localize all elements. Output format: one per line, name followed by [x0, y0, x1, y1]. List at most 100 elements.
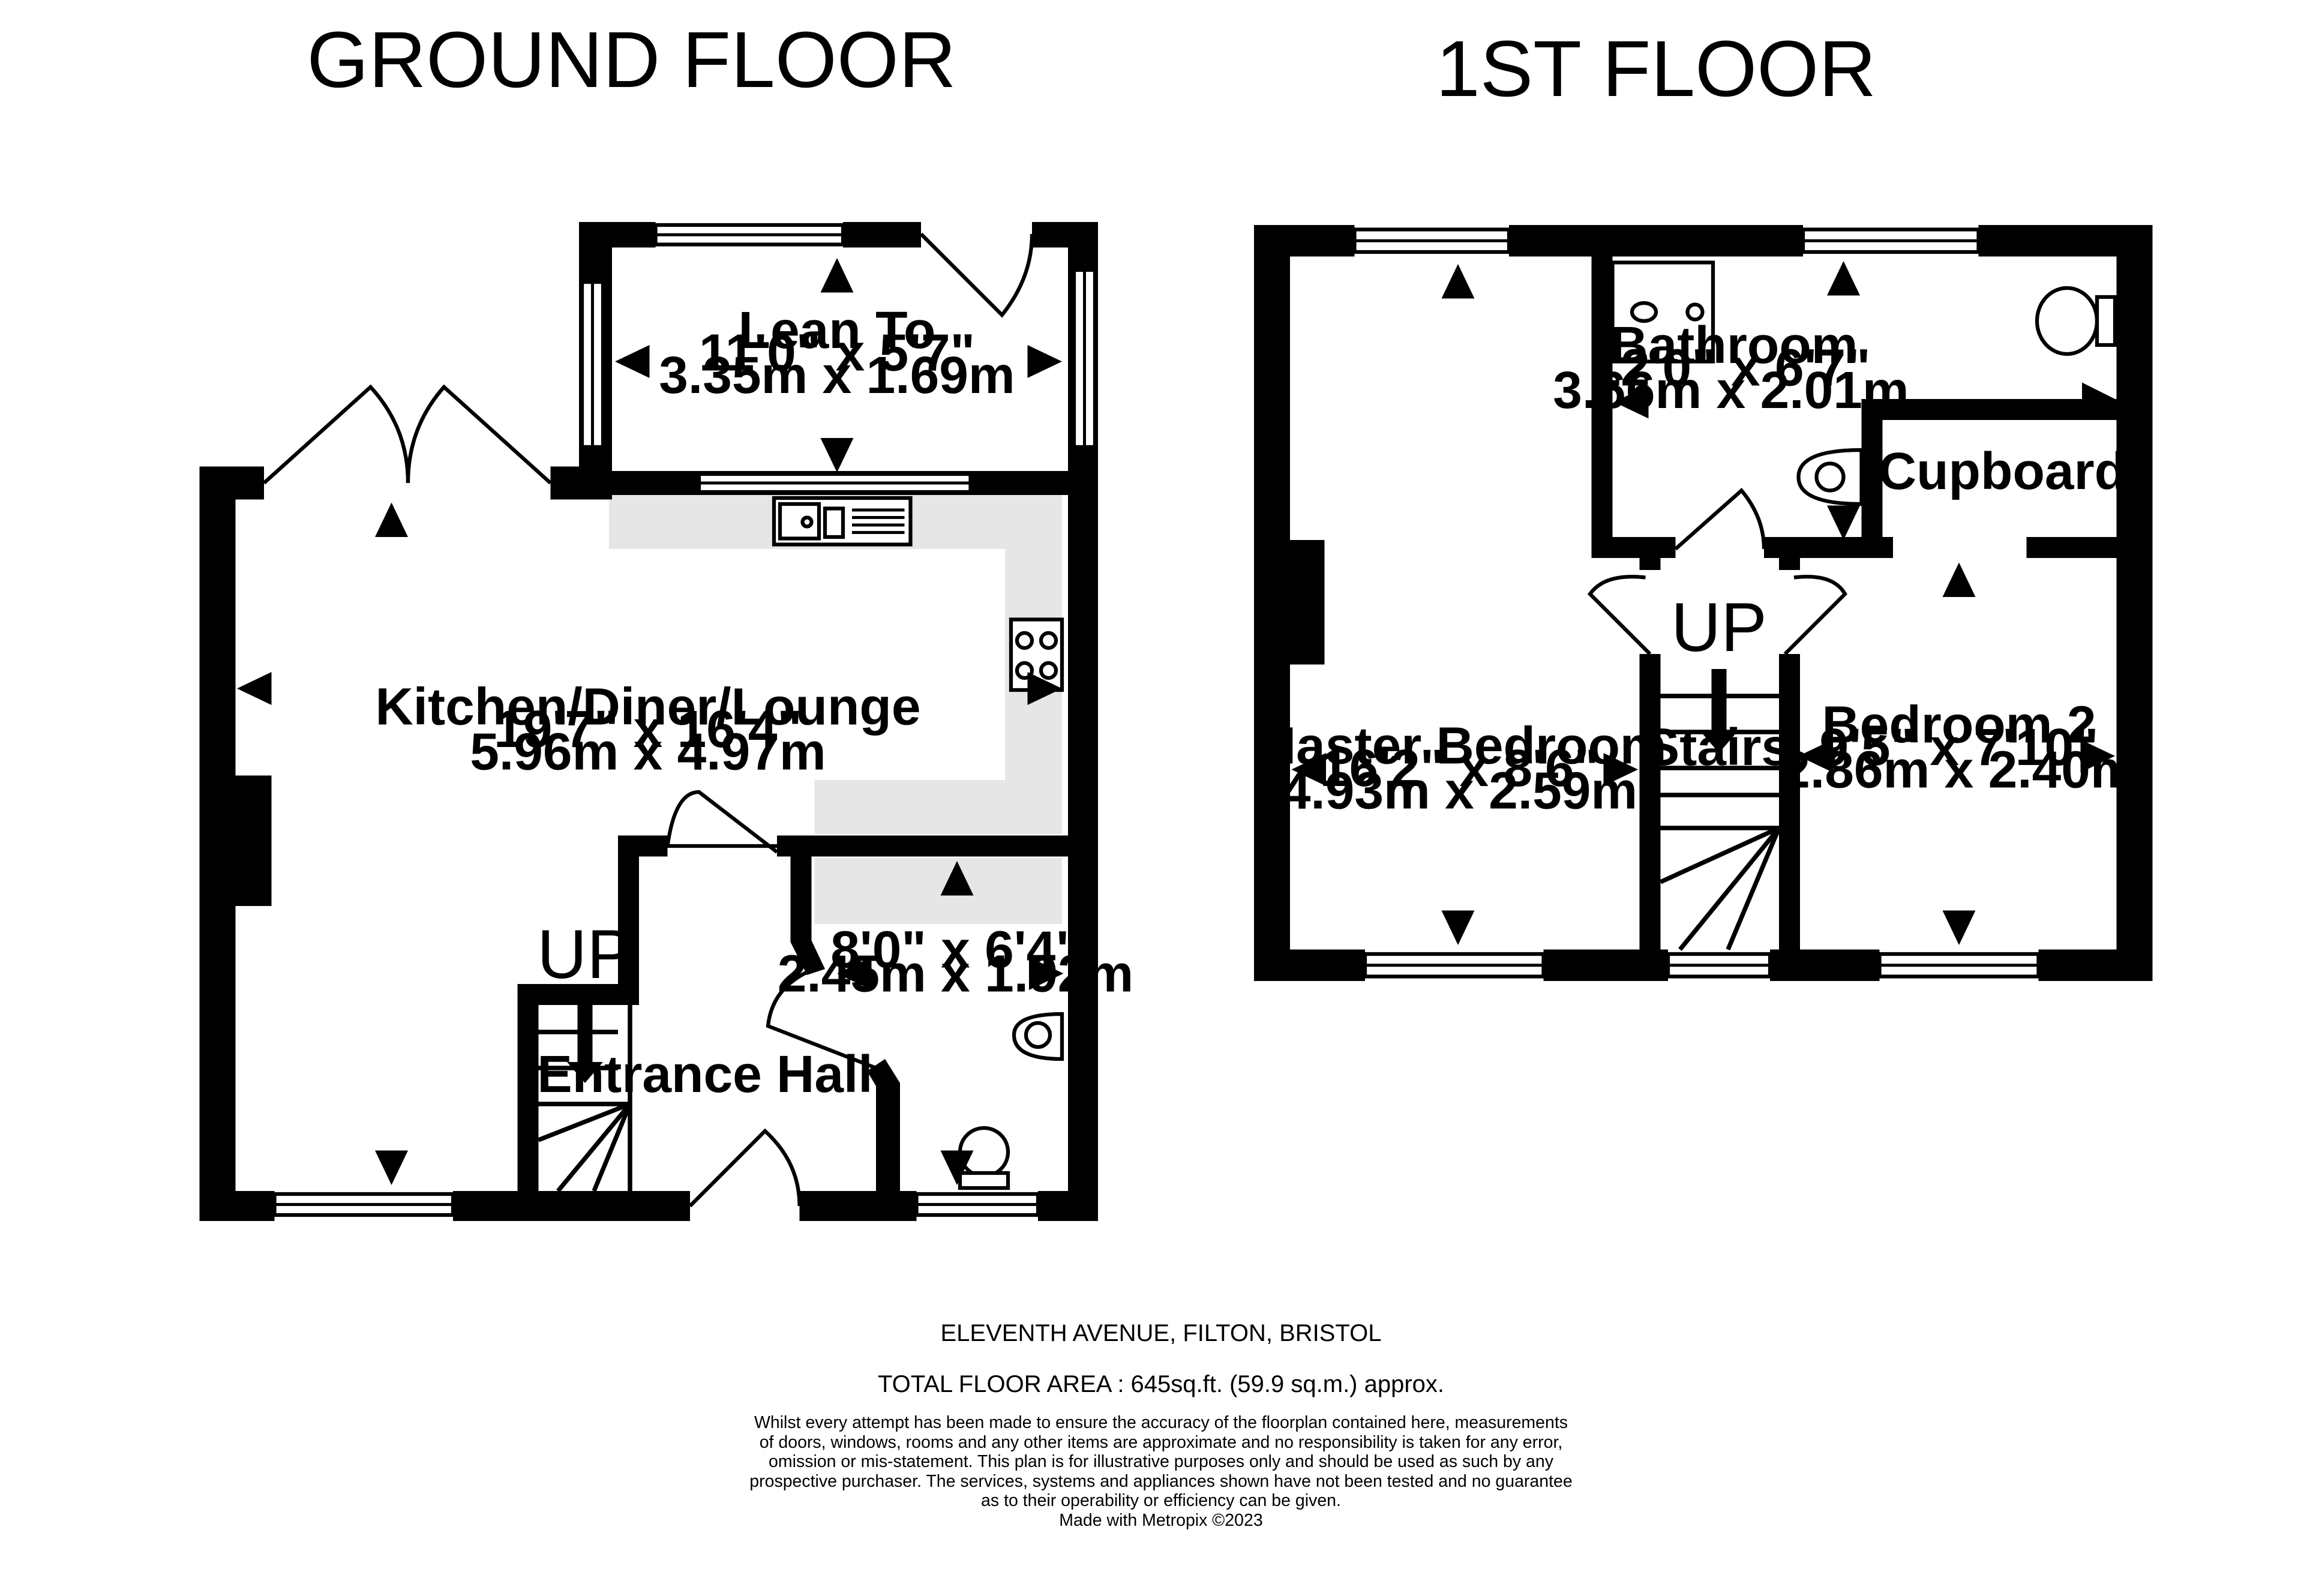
wall-hall-left: [618, 835, 639, 1005]
wall-wc-lower: [867, 1059, 900, 1191]
lean-to-name: Lean To: [739, 301, 936, 359]
wall-ground-bottom-right: [799, 1191, 917, 1221]
arrow-bathroom-down: [1827, 505, 1860, 540]
wall-leanto-top-left: [579, 222, 656, 248]
lean-to-imperial: 11'0" x 5'7": [699, 323, 975, 382]
wall-door-stub-left: [1639, 552, 1661, 570]
bathroom-imperial: 12'0" x 6'7": [1591, 338, 1870, 397]
wall-cupboard-top: [1861, 399, 2117, 420]
address-line: ELEVENTH AVENUE, FILTON, BRISTOL: [940, 1320, 1382, 1346]
arrow-master-left: [1291, 753, 1326, 786]
bathroom-basin: [1796, 448, 1864, 506]
entrance-hall-name: Entrance Hall: [537, 1045, 872, 1103]
door-bathroom: [1674, 488, 1766, 551]
master-bedroom-imperial: 16'2" x 8'6": [1320, 739, 1599, 797]
ground-staircase: [538, 996, 632, 1193]
wall-ground-left: [199, 466, 236, 1221]
kitchen-sink: [772, 496, 913, 547]
arrow-leanto-left: [615, 345, 650, 378]
wall-ground-bottom-left: [199, 1191, 275, 1221]
shower-tray: [1610, 260, 1715, 364]
wall-stairs-left: [517, 984, 539, 1221]
first-up-label: UP: [1671, 589, 1767, 666]
bedroom2-metric: 2.86m x 2.40m: [1781, 740, 2137, 799]
wall-cupboard-bottom: [2026, 537, 2117, 558]
wall-ground-bottom-mid: [453, 1191, 690, 1221]
bedroom2-name: Bedroom 2: [1822, 695, 2096, 754]
arrow-leanto-right: [1027, 345, 1062, 378]
arrow-wc-left: [837, 957, 872, 990]
arrow-master-down: [1441, 910, 1475, 945]
master-bedroom-metric: 4.93m x 2.59m: [1282, 761, 1638, 820]
arrow-kitchen-down: [375, 1150, 408, 1185]
wall-first-top-1: [1254, 225, 1355, 257]
arrow-bedroom2-up: [1942, 562, 1976, 597]
arrow-leanto-up: [820, 258, 854, 293]
door-hall-kitchen: [665, 790, 780, 854]
disclaimer-line: as to their operability or efficiency ca…: [981, 1491, 1341, 1510]
wall-first-top-2: [1509, 225, 1803, 257]
wall-ground-top-left: [199, 466, 264, 500]
cupboard-name: Cupboard: [1879, 442, 2126, 500]
disclaimer-line: Whilst every attempt has been made to en…: [754, 1413, 1568, 1432]
disclaimer: Whilst every attempt has been made to en…: [0, 1413, 2322, 1530]
arrow-wc-right: [1029, 957, 1064, 990]
wall-first-right: [2116, 225, 2153, 981]
door-leanto-side: [919, 232, 1034, 318]
kitchen-imperial: 19'7" x 16'4": [494, 700, 802, 758]
stairs-name: Stairs: [1645, 718, 1790, 776]
wall-stairs-first-left: [1639, 654, 1661, 981]
bathroom-name: Bathroom: [1610, 316, 1858, 374]
wall-ground-bottom-far: [1038, 1191, 1098, 1221]
ground-floor-plan: UP Lean To 11'0" x 5'7" 3.35m x 1.69m Ki…: [199, 222, 1134, 1221]
wall-wc-left: [790, 835, 825, 975]
first-floor-plan: UP Bathroom 12'0" x 6'7" 3.66m x 2.01m C…: [1252, 225, 2153, 981]
chimney-breast: [235, 775, 272, 906]
wall-bathroom-left: [1591, 225, 1613, 558]
copyright-line: Made with Metropix ©2023: [1059, 1510, 1263, 1530]
kitchen-name: Kitchen/Diner/Lounge: [375, 677, 920, 736]
door-wc: [766, 964, 877, 1070]
arrow-bathroom-right: [2082, 382, 2115, 399]
arrow-kitchen-up: [375, 502, 408, 537]
arrow-wc-up: [940, 861, 974, 896]
wall-first-bottom-4: [2038, 949, 2153, 981]
bathroom-toilet: [2035, 286, 2117, 356]
ground-up-label: UP: [537, 916, 633, 993]
kitchen-metric: 5.96m x 4.97m: [470, 722, 826, 781]
wall-bathroom-bottom-left: [1591, 537, 1676, 558]
arrow-bedroom2-right: [2080, 739, 2115, 773]
wc-lobby-floor: [814, 858, 1062, 924]
arrow-master-up: [1441, 264, 1475, 299]
first-floor-title: 1ST FLOOR: [1436, 25, 1876, 113]
bathroom-metric: 3.66m x 2.01m: [1553, 361, 1909, 419]
arrow-leanto-down: [820, 438, 854, 473]
wall-cupboard-left: [1861, 399, 1883, 558]
arrow-kitchen-left: [237, 672, 272, 705]
wc-imperial: 8'0" x 6'4": [830, 920, 1081, 979]
first-chimney-breast: [1290, 540, 1325, 665]
arrow-master-right: [1603, 753, 1638, 786]
kitchen-worktop: [609, 495, 1062, 834]
wall-first-bottom-1: [1254, 949, 1365, 981]
first-staircase: [1659, 669, 1781, 951]
wall-door-stub-right: [1779, 552, 1800, 570]
wc-basin: [1012, 1012, 1064, 1061]
disclaimer-line: omission or mis-statement. This plan is …: [769, 1452, 1553, 1471]
wall-first-left: [1254, 225, 1290, 981]
arrow-bedroom2-left: [1798, 739, 1833, 773]
wc-metric: 2.45m x 1.92m: [778, 944, 1134, 1003]
lean-to-metric: 3.35m x 1.69m: [659, 346, 1015, 404]
master-bedroom-name: Master Bedroom: [1252, 716, 1666, 775]
door-bedroom2: [1783, 575, 1847, 656]
wall-first-top-3: [1978, 225, 2153, 257]
arrow-wc-down: [940, 1150, 974, 1185]
disclaimer-line: of doors, windows, rooms and any other i…: [759, 1432, 1563, 1452]
ground-floor-title: GROUND FLOOR: [307, 16, 956, 104]
door-french-left: [262, 384, 410, 485]
arrow-bedroom2-down: [1942, 910, 1976, 945]
wall-stairs-first-right: [1779, 654, 1800, 981]
wall-leanto-top-mid: [843, 222, 921, 248]
wc-toilet: [958, 1126, 1010, 1190]
